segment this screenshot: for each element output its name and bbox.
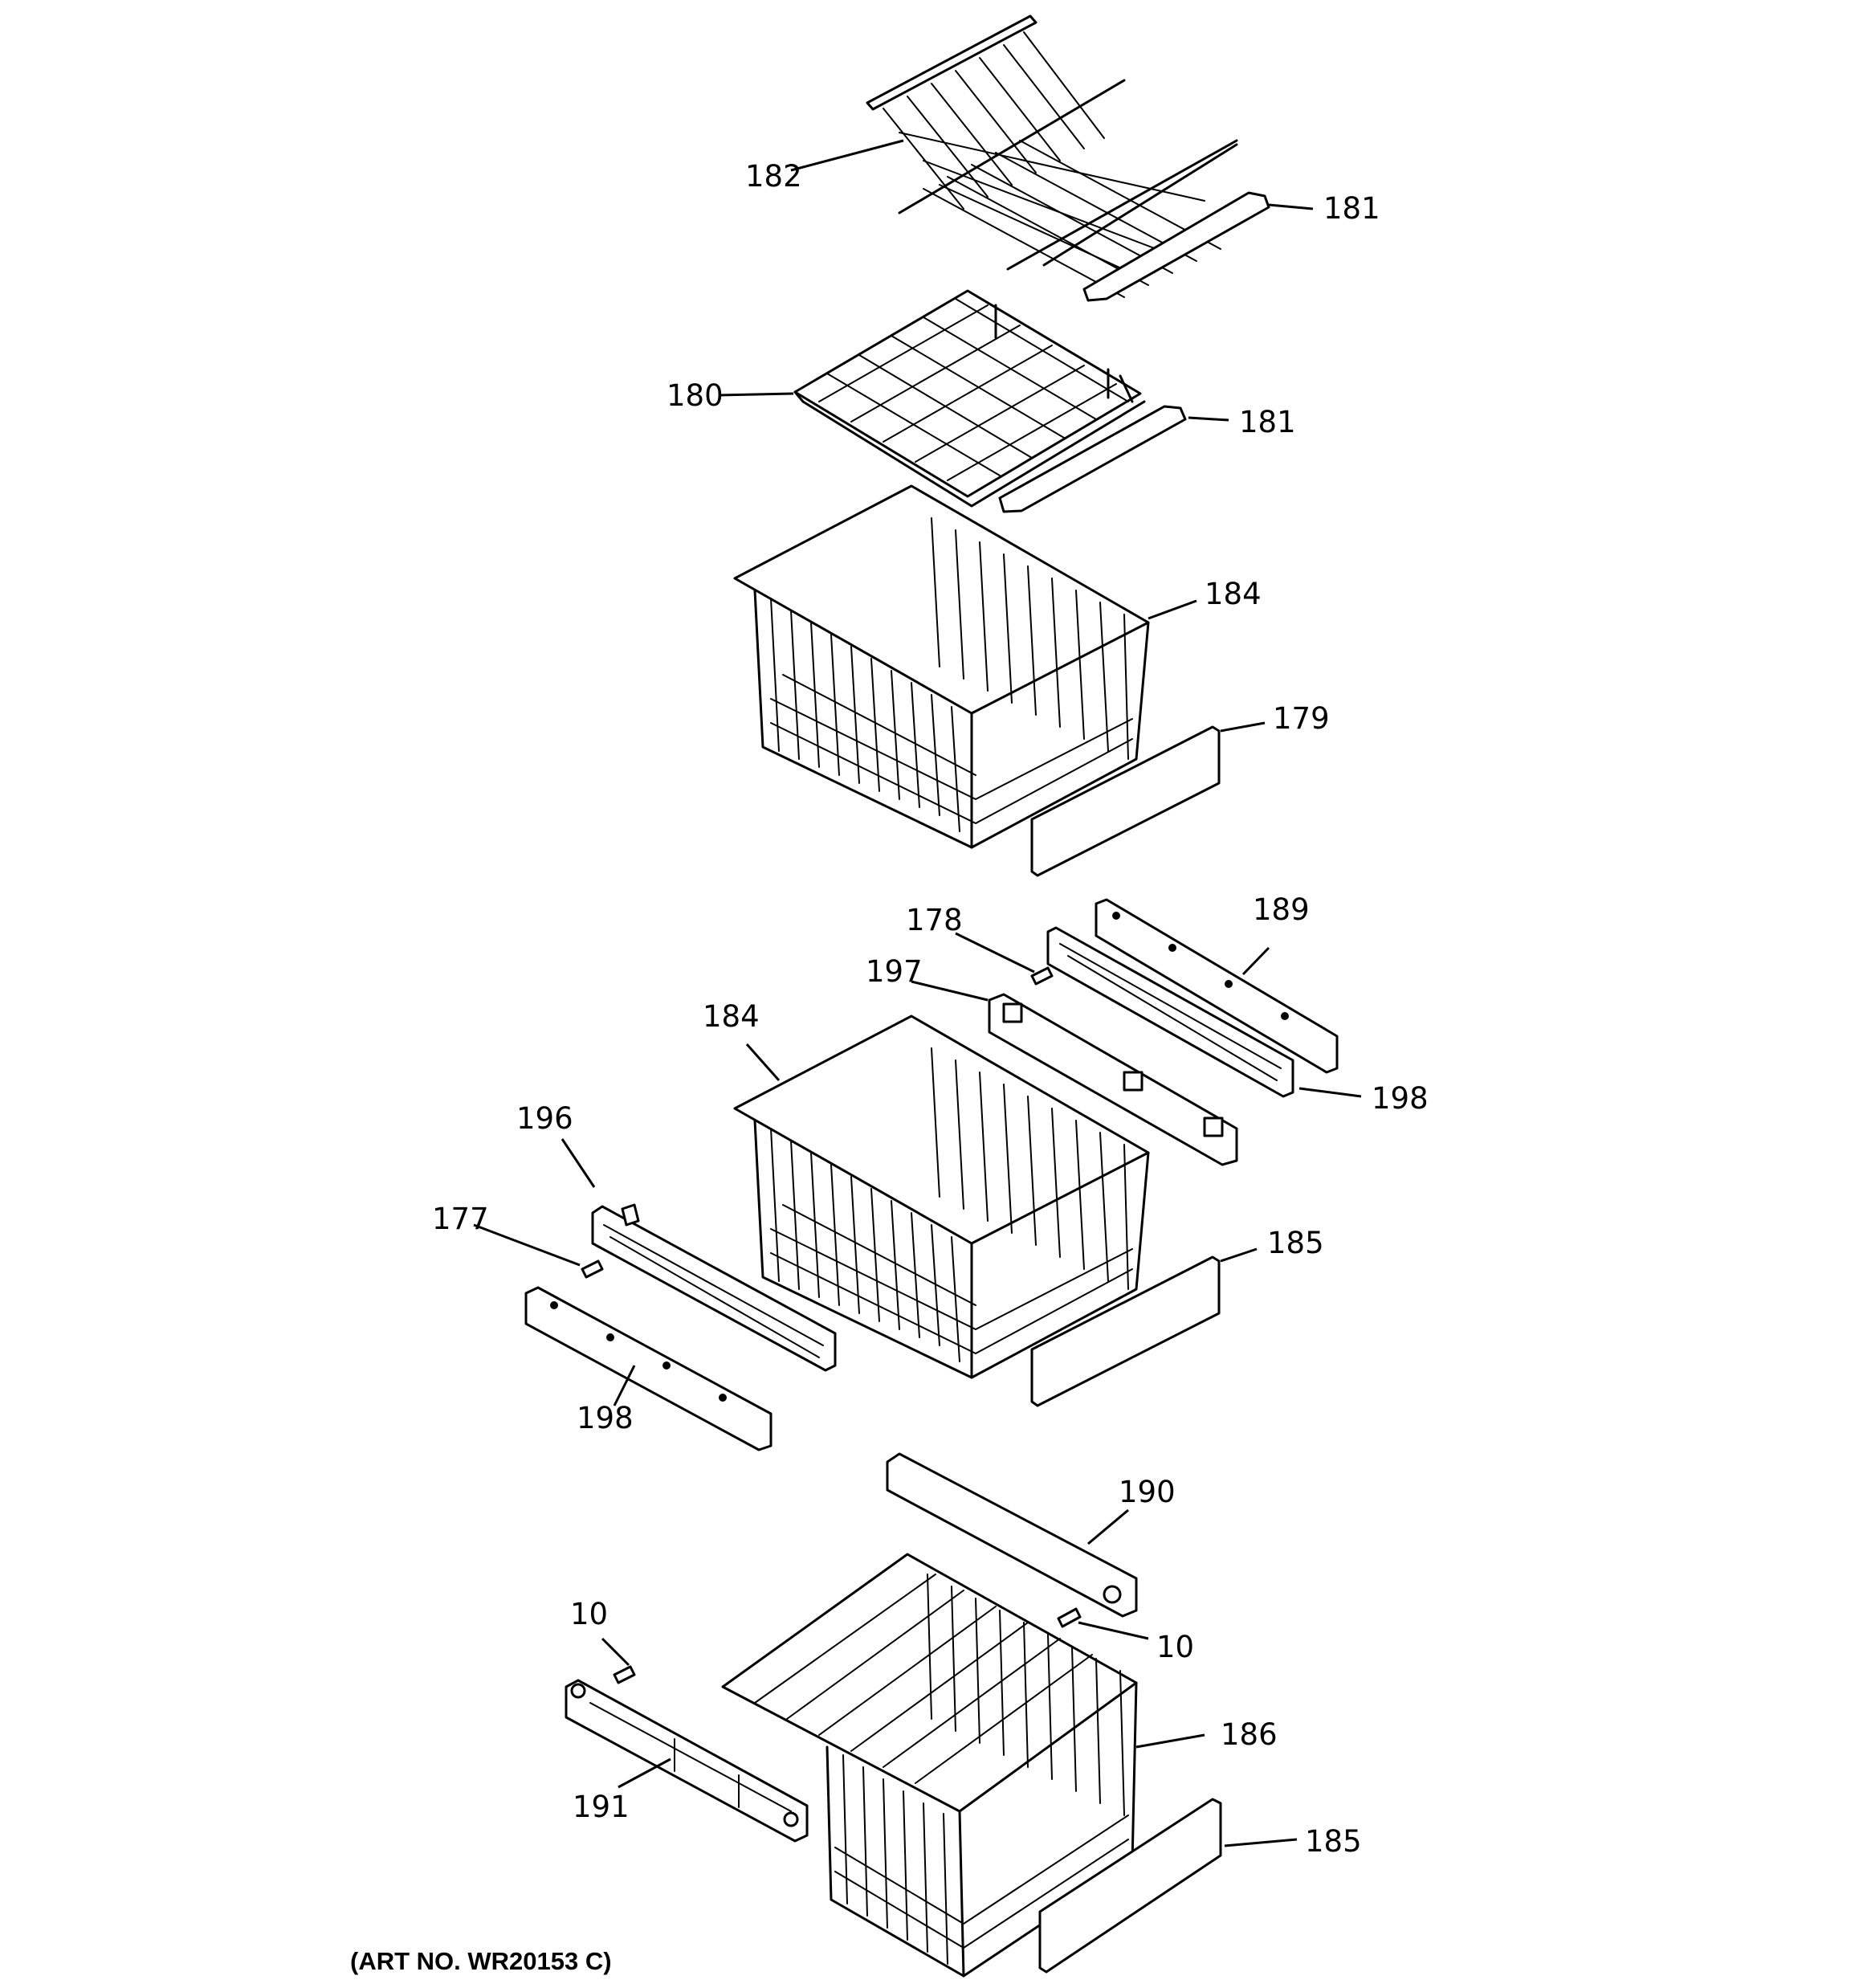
callout-184-middle: 184: [703, 999, 760, 1034]
part-196-slide-rail-left: [591, 1203, 837, 1372]
part-186-bottom-basket: [721, 1553, 1138, 1978]
part-181-lower-trim: [998, 405, 1187, 513]
part-190-rail-bottom-right: [886, 1452, 1138, 1618]
callout-181-upper: 181: [1323, 191, 1380, 226]
part-185-bottom-basket-front: [1038, 1798, 1222, 1974]
callout-198-left: 198: [577, 1401, 634, 1435]
part-198-slide-rail-right: [1046, 926, 1294, 1098]
part-10-screw-bottom-left: [613, 1665, 636, 1684]
callout-10-right: 10: [1156, 1630, 1194, 1664]
part-191-rail-bottom-left: [565, 1679, 809, 1843]
callout-186: 186: [1221, 1717, 1278, 1752]
callout-177: 177: [432, 1202, 489, 1236]
callout-labels: 182 181 180 181 184 179 178 189 197 198 …: [432, 159, 1429, 1859]
part-184-middle-basket: [733, 1014, 1150, 1379]
part-180-wire-shelf: [793, 289, 1146, 508]
callout-184-upper: 184: [1205, 577, 1262, 611]
art-number: (ART NO. WR20153 C): [350, 1947, 612, 1975]
callout-181-lower: 181: [1239, 405, 1296, 439]
part-189-slide-mount-right: [1095, 898, 1339, 1074]
part-178-screw-right: [1030, 966, 1054, 986]
callout-196: 196: [516, 1101, 573, 1136]
part-181-upper-trim: [1082, 191, 1270, 302]
part-185-middle-basket-front: [1030, 1255, 1221, 1407]
part-198-slide-mount-left: [524, 1286, 773, 1451]
callout-190: 190: [1119, 1475, 1176, 1509]
callout-185-bottom: 185: [1305, 1824, 1362, 1859]
callout-185-middle: 185: [1267, 1226, 1324, 1260]
part-184-upper-basket: [733, 484, 1150, 849]
callout-182: 182: [745, 159, 802, 194]
callout-191: 191: [573, 1790, 630, 1824]
part-177-screw-left: [581, 1259, 604, 1279]
callout-189: 189: [1253, 892, 1310, 927]
part-182-pullout-shelf: [866, 14, 1238, 298]
part-179-upper-basket-front: [1030, 725, 1221, 877]
callout-198-right: 198: [1372, 1081, 1429, 1116]
callout-180: 180: [667, 378, 724, 413]
callout-10-left: 10: [570, 1597, 608, 1631]
leader-lines: [473, 139, 1362, 1847]
part-10-screw-bottom-right: [1057, 1607, 1082, 1628]
part-197-bracket-right: [988, 993, 1238, 1166]
callout-179: 179: [1273, 701, 1330, 736]
callout-197: 197: [866, 954, 923, 989]
callout-178: 178: [906, 903, 963, 937]
